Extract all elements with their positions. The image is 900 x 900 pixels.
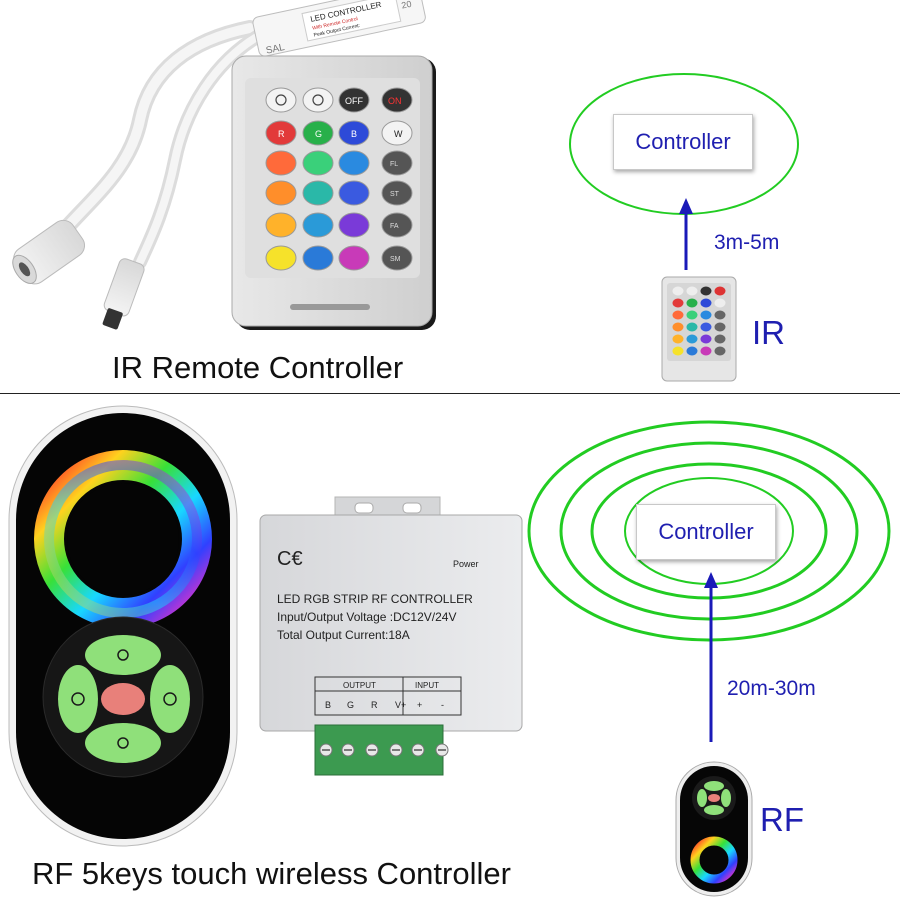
- device-current: Total Output Current:18A: [277, 628, 410, 642]
- brightness-icon: [275, 94, 287, 106]
- ir-type-label: IR: [752, 314, 785, 351]
- ir-caption: IR Remote Controller: [112, 350, 404, 385]
- ir-range-diagram: [569, 73, 799, 270]
- input-header: INPUT: [415, 681, 439, 690]
- ir-key: [302, 150, 334, 176]
- ir-key-label: OFF: [345, 96, 363, 106]
- rf-controller-box: Controller: [636, 504, 776, 560]
- rf-controller-device: C€ Power LED RGB STRIP RF CONTROLLER Inp…: [259, 496, 523, 776]
- ce-mark: C€: [277, 548, 303, 570]
- ir-key: [381, 245, 413, 271]
- ir-key-label: FL: [390, 161, 398, 168]
- ir-key: [265, 87, 297, 113]
- rf-range-diagram: [527, 420, 891, 742]
- ir-key: [302, 180, 334, 206]
- terminal-label: R: [371, 700, 378, 710]
- ir-key: [338, 180, 370, 206]
- ir-key: [302, 245, 334, 271]
- rf-range-label: 20m-30m: [727, 677, 816, 700]
- ir-key: [381, 87, 413, 113]
- ir-key: [265, 180, 297, 206]
- ir-key-label: ST: [390, 191, 400, 198]
- ir-key: [381, 180, 413, 206]
- ir-remote-thumbnail: [661, 276, 737, 382]
- power-label: Power: [453, 559, 479, 569]
- ir-key-label: B: [351, 129, 357, 139]
- ir-key: [302, 87, 334, 113]
- rf-type-label: RF: [760, 801, 804, 838]
- ir-key-label: G: [315, 129, 322, 139]
- ir-key-label: W: [394, 129, 403, 139]
- ir-key: [265, 120, 297, 146]
- device-voltage: Input/Output Voltage :DC12V/24V: [277, 610, 456, 624]
- device-title: LED RGB STRIP RF CONTROLLER: [277, 592, 473, 606]
- ir-key: [381, 150, 413, 176]
- brightness-icon: [312, 94, 324, 106]
- ir-key: [302, 212, 334, 238]
- ir-key: [338, 245, 370, 271]
- ir-product-photo: LED CONTROLLER With Remote Control Peak …: [12, 0, 436, 330]
- rf-signal-ring-outer: [527, 420, 891, 642]
- terminal-label: -: [441, 700, 444, 710]
- section-divider: [0, 393, 900, 394]
- ir-range-label: 3m-5m: [714, 231, 780, 254]
- ir-key-label: R: [278, 129, 285, 139]
- ir-key: [265, 150, 297, 176]
- rf-caption: RF 5keys touch wireless Controller: [32, 856, 511, 891]
- ir-key: [381, 120, 413, 146]
- rf-signal-ring-2: [559, 441, 859, 621]
- terminal-label: +: [417, 700, 422, 710]
- ir-arrow-head: [679, 198, 693, 214]
- ir-key-label: ON: [388, 96, 402, 106]
- rf-signal-ring-3: [590, 462, 828, 600]
- rf-touch-remote-photo: [8, 405, 238, 847]
- ir-key-label: SM: [390, 256, 401, 263]
- terminal-label: G: [347, 700, 354, 710]
- ir-key: [265, 212, 297, 238]
- ir-key: [302, 120, 334, 146]
- rf-remote-thumbnail: [675, 761, 753, 897]
- module-end-text: 20: [401, 0, 413, 11]
- ir-key: [265, 245, 297, 271]
- ir-controller-box: Controller: [613, 114, 753, 170]
- ir-remote-keypad: OFF ON R G B W FL ST FA SM: [265, 87, 413, 271]
- rf-arrow-head: [704, 572, 718, 588]
- output-header: OUTPUT: [343, 681, 376, 690]
- terminal-label: V+: [395, 700, 406, 710]
- ir-key: [338, 212, 370, 238]
- ir-key: [338, 120, 370, 146]
- terminal-label: B: [325, 700, 331, 710]
- ir-key: [338, 87, 370, 113]
- ir-key-label: FA: [390, 223, 399, 230]
- ir-key: [338, 150, 370, 176]
- module-side-text: SAL: [265, 42, 286, 57]
- ir-key: [381, 212, 413, 238]
